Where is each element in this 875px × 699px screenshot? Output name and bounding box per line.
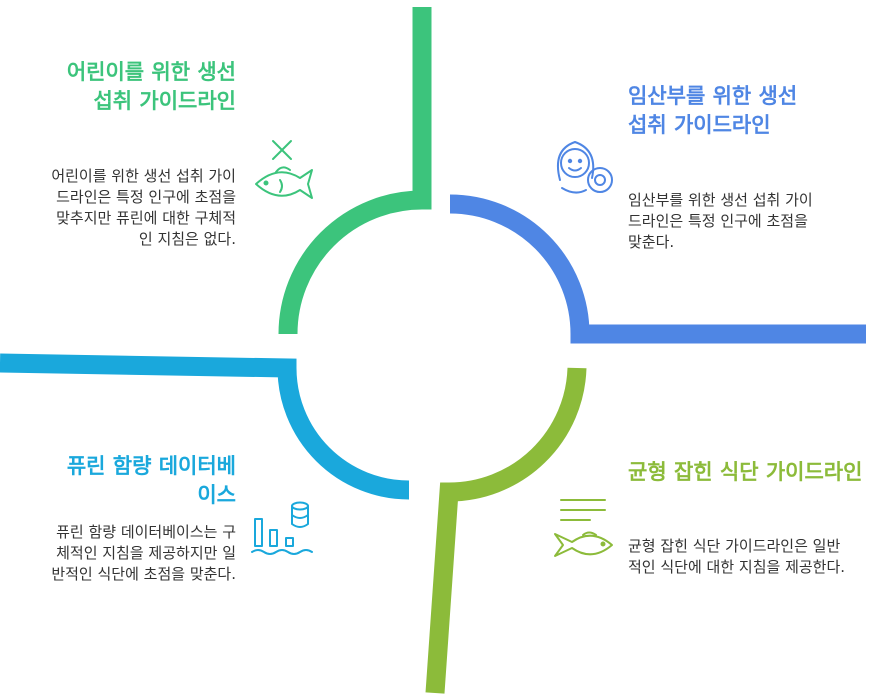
bottom-left-title: 퓨린 함량 데이터베이스 bbox=[66, 454, 236, 507]
lime-connector bbox=[425, 367, 587, 694]
cyan-connector bbox=[0, 353, 410, 500]
top-left-description: 어린이를 위한 생선 섭취 가이드라인은 특정 인구에 초점을 맞추지만 퓨린에… bbox=[51, 167, 236, 248]
top-left-title: 어린이를 위한 생선 섭취 가이드라인 bbox=[66, 60, 236, 113]
bottom-right-description: 균형 잡힌 식단 가이드라인은 일반적인 식단에 대한 지침을 제공한다. bbox=[628, 537, 846, 576]
bottom-right-title: 균형 잡힌 식단 가이드라인 bbox=[628, 460, 863, 484]
bottom-left-description: 퓨린 함량 데이터베이스는 구체적인 지침을 제공하지만 일반적인 식단에 초점… bbox=[51, 523, 236, 583]
top-right-title: 임산부를 위한 생선 섭취 가이드라인 bbox=[628, 84, 798, 137]
database-chart-icon bbox=[251, 501, 313, 555]
fish-lines-icon bbox=[554, 499, 613, 557]
top-right-description: 임산부를 위한 생선 섭취 가이드라인은 특정 인구에 초점을 맞춘다. bbox=[628, 191, 813, 251]
mother-baby-icon bbox=[556, 141, 613, 194]
green-connector bbox=[278, 7, 432, 335]
blue-connector bbox=[449, 194, 866, 344]
fish-x-icon bbox=[255, 140, 313, 199]
